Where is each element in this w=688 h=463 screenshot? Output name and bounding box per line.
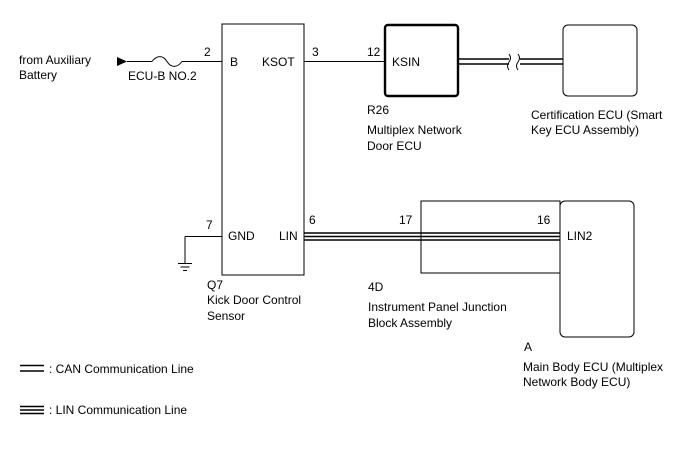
junction-code: 4D	[368, 280, 384, 294]
r26-code: R26	[367, 103, 389, 117]
junction-pin-out-number: 16	[537, 213, 551, 227]
cert-name-line1: Certification ECU (Smart	[531, 108, 663, 122]
legend-lin-line-icon	[20, 405, 44, 415]
r26-door-ecu-box	[383, 23, 460, 98]
main-body-name-line2: Network Body ECU)	[523, 375, 630, 389]
r26-name-line2: Door ECU	[367, 139, 422, 153]
q7-name-line2: Sensor	[207, 309, 245, 323]
legend-can-line-icon	[20, 364, 44, 372]
ground-icon	[178, 263, 192, 271]
fuse-label: ECU-B NO.2	[128, 69, 197, 83]
main-body-name-line1: Main Body ECU (Multiplex	[523, 360, 663, 374]
junction-name-line1: Instrument Panel Junction	[368, 300, 507, 314]
q7-name-line1: Kick Door Control	[207, 293, 301, 307]
certification-ecu-box	[562, 24, 638, 97]
q7-code: Q7	[207, 278, 223, 292]
main-body-ecu-box	[559, 200, 635, 338]
q7-pin-lin-name: LIN	[279, 229, 298, 243]
q7-pin-gnd-name: GND	[228, 229, 255, 243]
lin-line-q7-to-main-body	[304, 232, 560, 241]
q7-pin-lin-number: 6	[309, 213, 316, 227]
q7-pin-ksot-name: KSOT	[262, 55, 295, 69]
legend-lin-label: : LIN Communication Line	[49, 403, 187, 417]
q7-pin-gnd-number: 7	[206, 218, 213, 232]
q7-pin-ksot-number: 3	[312, 45, 319, 59]
wire-break-icon	[507, 53, 520, 71]
legend-can-label: : CAN Communication Line	[49, 362, 194, 376]
r26-pin-name: KSIN	[392, 55, 420, 69]
main-body-pin-name: LIN2	[567, 229, 593, 243]
q7-pin-b-number: 2	[204, 45, 211, 59]
power-arrow-icon	[117, 57, 127, 66]
cert-name-line2: Key ECU Assembly)	[531, 123, 639, 137]
junction-pin-in-number: 17	[399, 213, 413, 227]
r26-name-line1: Multiplex Network	[367, 123, 463, 137]
q7-kick-door-sensor-box	[221, 23, 305, 276]
r26-pin-number: 12	[367, 45, 381, 59]
q7-pin-b-name: B	[230, 55, 238, 69]
main-body-code: A	[524, 340, 532, 354]
fuse-icon	[151, 56, 183, 67]
source-label-line1: from Auxiliary	[19, 53, 91, 67]
junction-name-line2: Block Assembly	[368, 316, 452, 330]
source-label-line2: Battery	[19, 68, 57, 82]
can-line-r26-to-cert	[458, 58, 563, 65]
